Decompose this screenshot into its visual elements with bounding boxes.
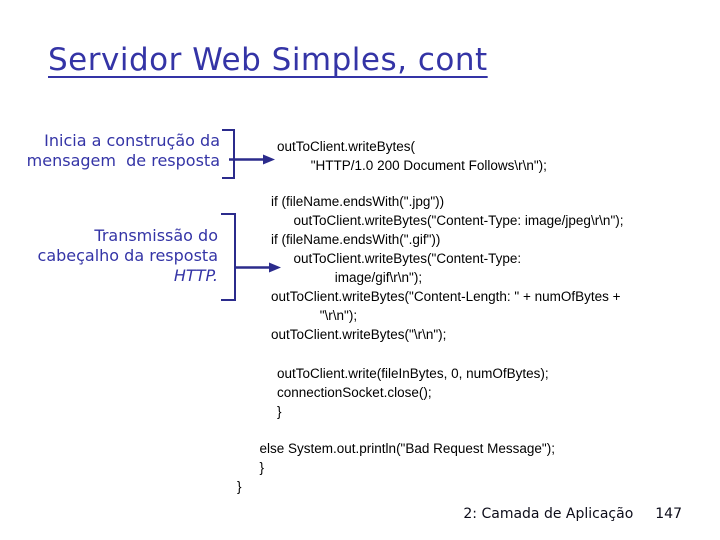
code-block-else-bad-request: else System.out.println("Bad Request Mes… (237, 441, 555, 494)
slide-footer: 2: Camada de Aplicação 147 (463, 506, 682, 522)
right-bracket-icon (222, 129, 235, 179)
annotation-transmit-header-tail: HTTP. (173, 266, 218, 285)
arrow-right-icon (229, 150, 275, 169)
arrow-right-icon (235, 258, 281, 277)
slide-title: Servidor Web Simples, cont (48, 42, 488, 78)
annotation-transmit-header-lines: Transmissão do cabeçalho da resposta (37, 226, 218, 265)
code-block-content-headers: if (fileName.endsWith(".jpg")) outToClie… (271, 194, 624, 342)
code-block-write-file: outToClient.write(fileInBytes, 0, numOfB… (277, 366, 549, 419)
right-bracket-icon (221, 213, 236, 301)
code-block-status-line: outToClient.writeBytes( "HTTP/1.0 200 Do… (277, 139, 547, 173)
annotation-start-response: Inicia a construção da mensagem de respo… (26, 131, 220, 170)
footer-section-label: 2: Camada de Aplicação (463, 506, 634, 522)
footer-page-number: 147 (655, 506, 682, 522)
